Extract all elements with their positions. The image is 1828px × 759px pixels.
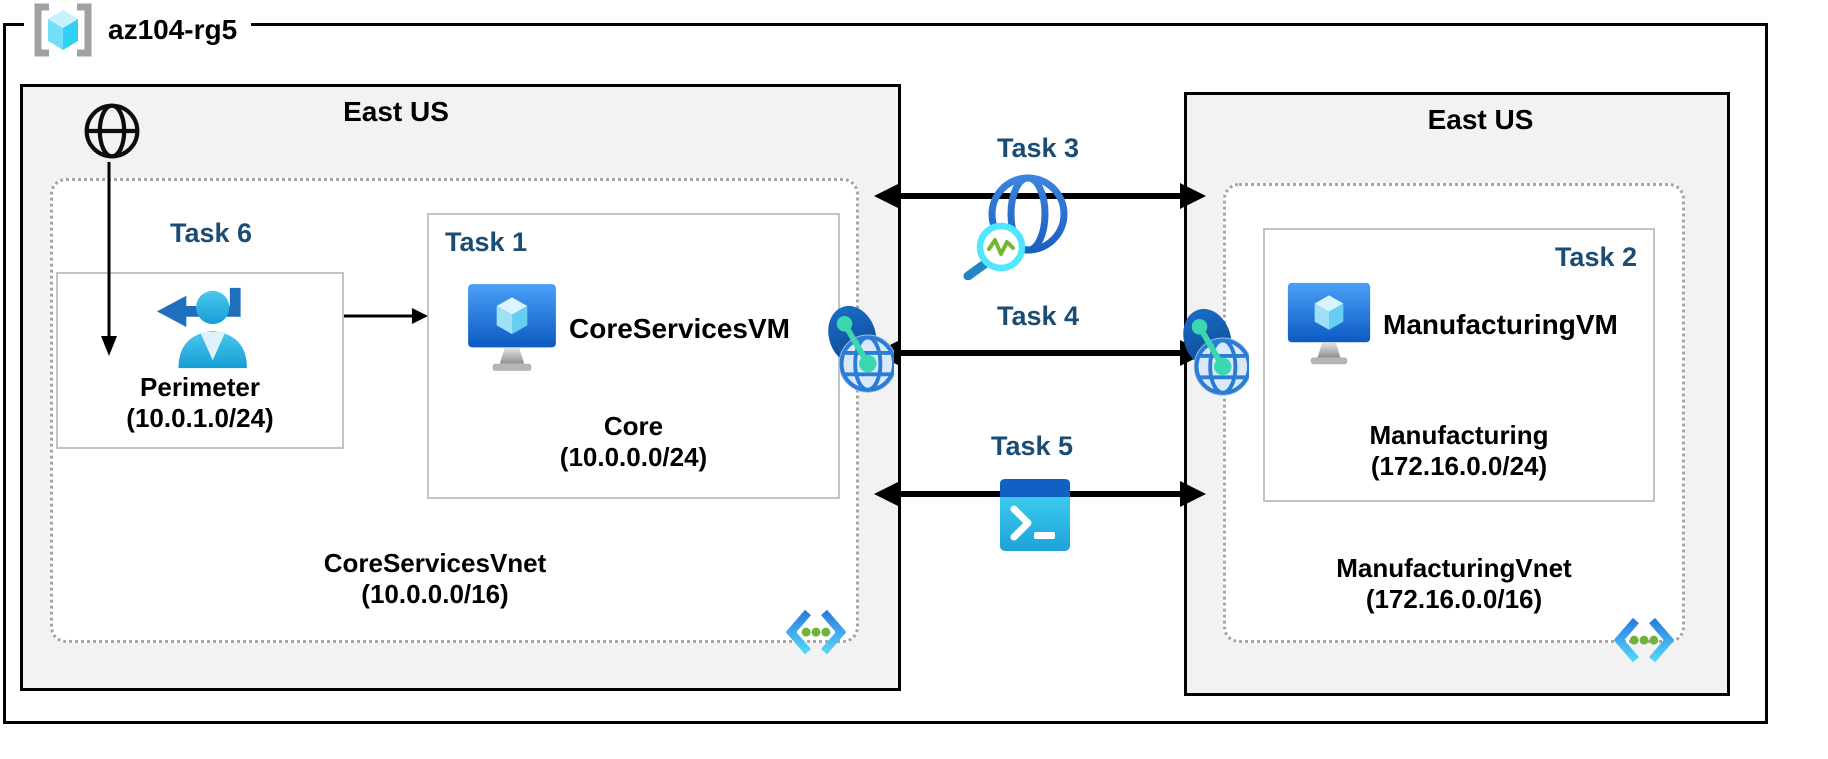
cloud-shell-icon (1000, 479, 1070, 551)
manufacturing-subnet-caption: Manufacturing (172.16.0.0/24) (1265, 420, 1653, 482)
core-subnet-box: Task 1 CoreServicesVM Core (10.0.0.0/24) (427, 213, 840, 499)
perimeter-subnet-cidr: (10.0.1.0/24) (126, 403, 274, 434)
region-right-title: East US (1427, 104, 1534, 135)
manufacturing-vm-name: ManufacturingVM (1383, 309, 1618, 340)
vnet-left-caption: CoreServicesVnet (10.0.0.0/16) (50, 548, 820, 610)
vnet-peering-icon (828, 305, 894, 393)
perimeter-to-vm-arrow (344, 308, 428, 324)
virtual-machine-icon (1287, 282, 1371, 365)
vnet-left-cidr: (10.0.0.0/16) (361, 579, 509, 610)
resource-group-label: az104-rg5 (108, 14, 238, 45)
core-subnet-name: Core (603, 411, 664, 441)
internet-globe-icon (84, 103, 140, 159)
task3-label: Task 3 (996, 133, 1080, 163)
task6-label: Task 6 (169, 218, 253, 248)
virtual-machine-icon (468, 284, 556, 371)
core-vm-name: CoreServicesVM (569, 313, 791, 344)
subnet-icon (786, 609, 846, 655)
task4-label: Task 4 (996, 301, 1080, 331)
network-watcher-icon (963, 174, 1068, 280)
perimeter-subnet-box: Perimeter (10.0.1.0/24) (56, 272, 344, 449)
vnet-left-name: CoreServicesVnet (323, 548, 547, 578)
subnet-icon (1614, 617, 1674, 663)
perimeter-caption: Perimeter (10.0.1.0/24) (58, 372, 342, 434)
vnet-right-caption: ManufacturingVnet (172.16.0.0/16) (1223, 553, 1685, 615)
manufacturing-subnet-name: Manufacturing (1369, 420, 1549, 450)
region-left-title: East US (343, 96, 449, 127)
core-vm-row: CoreServicesVM (465, 281, 790, 377)
resource-group-header: az104-rg5 (24, 0, 252, 60)
resource-group-boundary (3, 23, 1768, 724)
vnet-right-name: ManufacturingVnet (1336, 553, 1572, 583)
task1-label: Task 1 (445, 227, 528, 257)
internet-to-perimeter-arrow (101, 162, 117, 356)
vnet-peering-icon (1183, 308, 1249, 396)
user-return-icon (156, 287, 247, 369)
core-subnet-cidr: (10.0.0.0/24) (559, 442, 708, 473)
manufacturing-subnet-cidr: (172.16.0.0/24) (1370, 451, 1548, 482)
perimeter-subnet-name: Perimeter (140, 372, 260, 402)
task2-label: Task 2 (1554, 242, 1637, 272)
task4-arrow (874, 340, 1206, 366)
vnet-right-cidr: (172.16.0.0/16) (1365, 584, 1543, 615)
task5-label: Task 5 (990, 431, 1074, 461)
manufacturing-vm-row: ManufacturingVM (1285, 278, 1618, 372)
resource-group-icon (34, 3, 92, 57)
core-subnet-caption: Core (10.0.0.0/24) (429, 411, 838, 473)
manufacturing-subnet-box: Task 2 ManufacturingVM Manufacturing (17… (1263, 228, 1655, 502)
